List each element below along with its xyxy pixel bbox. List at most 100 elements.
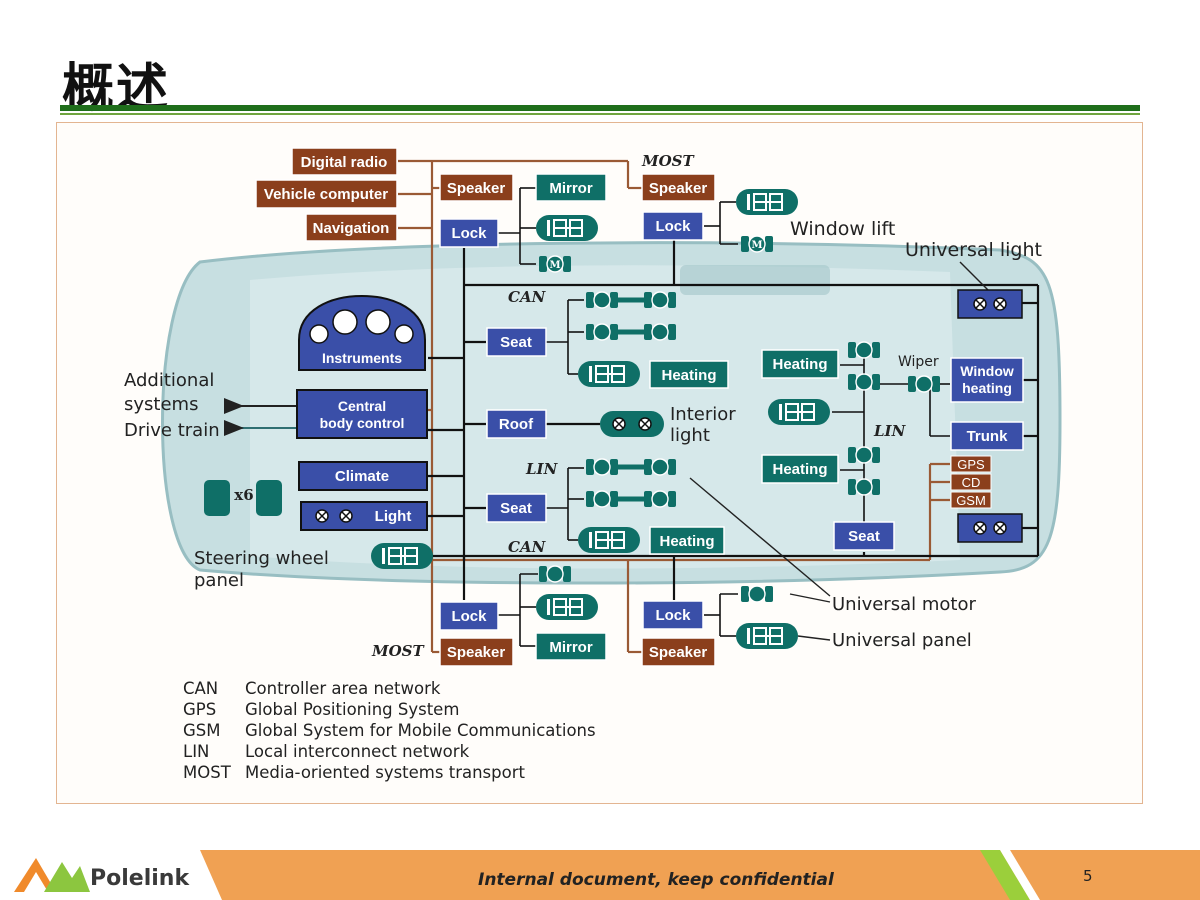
motor-icon <box>847 341 881 359</box>
svg-text:Heating: Heating <box>772 356 827 373</box>
svg-text:Window: Window <box>960 363 1014 379</box>
legend-desc: Local interconnect network <box>245 742 470 761</box>
svg-text:Instruments: Instruments <box>322 350 402 366</box>
svg-text:Heating: Heating <box>772 461 827 478</box>
svg-text:Mirror: Mirror <box>549 639 593 656</box>
brand-name: Polelink <box>90 866 190 891</box>
callout-universal-light: Universal light <box>905 239 1042 261</box>
source-navigation: Navigation <box>305 213 398 242</box>
node-seat-rear: Seat <box>486 493 547 523</box>
callout-additional-systems: Additional systems <box>124 370 220 415</box>
svg-text:body control: body control <box>320 415 405 431</box>
svg-text:GPS: GPS <box>957 457 985 472</box>
node-cd: CD <box>950 473 992 491</box>
node-speaker-rear-right: Speaker <box>641 637 716 667</box>
node-window-heating: Window heating <box>950 357 1024 403</box>
legend-abbr: MOST <box>183 763 231 782</box>
node-gsm: GSM <box>950 491 992 509</box>
svg-text:Speaker: Speaker <box>649 180 708 197</box>
node-lock-rear-left: Lock <box>439 601 499 631</box>
svg-text:Lock: Lock <box>655 607 691 624</box>
callout-universal-panel: Universal panel <box>832 630 972 651</box>
panel-icon <box>577 526 641 554</box>
legend-abbr: CAN <box>183 679 219 698</box>
svg-text:Lock: Lock <box>655 218 691 235</box>
svg-text:Light: Light <box>375 508 412 525</box>
node-speaker-front-right: Speaker <box>641 173 716 202</box>
svg-text:Climate: Climate <box>335 468 389 485</box>
bus-label-can: CAN <box>508 288 547 306</box>
svg-text:Seat: Seat <box>500 500 532 517</box>
panel-icon <box>535 593 599 621</box>
node-gps: GPS <box>950 455 992 473</box>
bus-label-lin: LIN <box>873 422 907 440</box>
wiper-motor: Wiper <box>898 354 941 393</box>
svg-text:heating: heating <box>962 380 1012 396</box>
node-light: Light <box>300 501 428 531</box>
svg-text:Seat: Seat <box>848 528 880 545</box>
legend: CAN Controller area network GPS Global Pos… <box>183 678 596 783</box>
svg-text:Wiper: Wiper <box>898 354 939 370</box>
callout-additional-systems-line: systems <box>124 394 198 415</box>
node-central-body-control: Central body control <box>296 389 428 439</box>
svg-text:Roof: Roof <box>499 416 534 433</box>
callout-steering-line: Steering wheel <box>194 548 329 569</box>
svg-text:Lock: Lock <box>451 225 487 242</box>
callout-window-lift: Window lift <box>790 218 895 240</box>
interior-light-lamps <box>600 411 664 437</box>
legend-desc: Controller area network <box>245 679 441 698</box>
svg-text:Navigation: Navigation <box>313 220 390 237</box>
node-roof: Roof <box>486 409 547 439</box>
svg-text:Speaker: Speaker <box>447 644 506 661</box>
svg-text:Heating: Heating <box>661 367 716 384</box>
drive-motors-x6: x6 <box>204 480 282 516</box>
motor-icon <box>740 585 774 603</box>
panel-icon <box>577 360 641 388</box>
legend-row: MOST Media-oriented systems transport <box>183 762 596 783</box>
bus-label-lin: LIN <box>525 460 559 478</box>
title-rule <box>60 105 1140 111</box>
panel-icon <box>767 398 831 426</box>
seat-motor-group-front <box>585 291 677 341</box>
legend-row: LIN Local interconnect network <box>183 741 596 762</box>
motor-icon <box>847 446 881 464</box>
svg-text:M: M <box>751 240 762 251</box>
footer-band <box>200 850 1200 900</box>
polelink-logo <box>14 858 90 892</box>
motor-icon <box>847 478 881 496</box>
svg-text:x6: x6 <box>234 486 253 504</box>
svg-text:Speaker: Speaker <box>649 644 708 661</box>
motor-icon: M <box>538 255 572 273</box>
callout-drive-train: Drive train <box>124 420 220 441</box>
svg-text:Central: Central <box>338 398 386 414</box>
svg-text:Mirror: Mirror <box>549 180 593 197</box>
node-heating-right-2: Heating <box>761 454 839 484</box>
bus-label-can: CAN <box>508 538 547 556</box>
node-speaker-rear-left: Speaker <box>439 637 514 667</box>
legend-desc: Global System for Mobile Communications <box>245 721 596 740</box>
motor-icon <box>847 373 881 391</box>
node-heating-right-1: Heating <box>761 349 839 379</box>
label-interior-light-line: Interior <box>670 404 736 425</box>
label-interior-light: Interior light <box>670 404 741 446</box>
node-speaker-front-left: Speaker <box>439 173 514 202</box>
label-interior-light-line: light <box>670 425 710 446</box>
legend-desc: Media-oriented systems transport <box>245 763 525 782</box>
bus-label-most: MOST <box>641 152 696 170</box>
node-heating-front-seat: Heating <box>649 360 729 389</box>
title-rule-thin <box>60 113 1140 115</box>
node-climate: Climate <box>298 461 428 491</box>
node-trunk: Trunk <box>950 421 1024 451</box>
legend-abbr: LIN <box>183 742 210 761</box>
legend-row: CAN Controller area network <box>183 678 596 699</box>
legend-desc: Global Positioning System <box>245 700 460 719</box>
universal-light-top <box>957 289 1023 319</box>
node-mirror-front-left: Mirror <box>535 173 607 202</box>
motor-icon <box>538 565 572 583</box>
panel-icon <box>735 622 799 650</box>
svg-text:Seat: Seat <box>500 334 532 351</box>
node-lock-front-left: Lock <box>439 218 499 248</box>
legend-abbr: GPS <box>183 700 217 719</box>
